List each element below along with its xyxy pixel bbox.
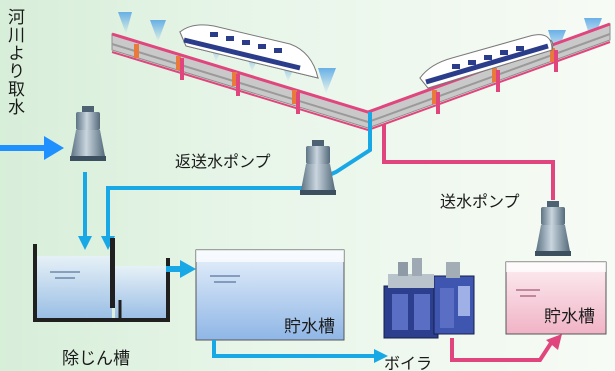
- pump-icon: [70, 106, 106, 161]
- pump-icon: [535, 201, 571, 256]
- settling-tank: [33, 238, 170, 322]
- settling-tank-label: 除じん槽: [62, 349, 130, 369]
- return-line: [106, 185, 320, 238]
- storage-tank-right-label: 貯水槽: [544, 307, 595, 327]
- storage-tank-left: [195, 249, 345, 341]
- train-icon: [419, 34, 554, 89]
- intake-arrow: [0, 136, 64, 160]
- boiler-icon: [383, 258, 475, 339]
- river-intake-label: 河川より取水: [4, 8, 24, 116]
- boiler-label: ボイラ: [384, 354, 433, 371]
- train-icon: [179, 24, 319, 79]
- storage-tank-right: [505, 261, 607, 335]
- supply-line: [382, 124, 555, 200]
- pump-icon: [300, 140, 336, 195]
- hot-feed-line: [450, 338, 555, 362]
- storage-tank-left-label: 貯水槽: [284, 317, 335, 337]
- feed-line: [212, 340, 376, 358]
- return-pump-label: 返送水ポンプ: [175, 152, 271, 171]
- supply-pump-label: 送水ポンプ: [440, 192, 520, 211]
